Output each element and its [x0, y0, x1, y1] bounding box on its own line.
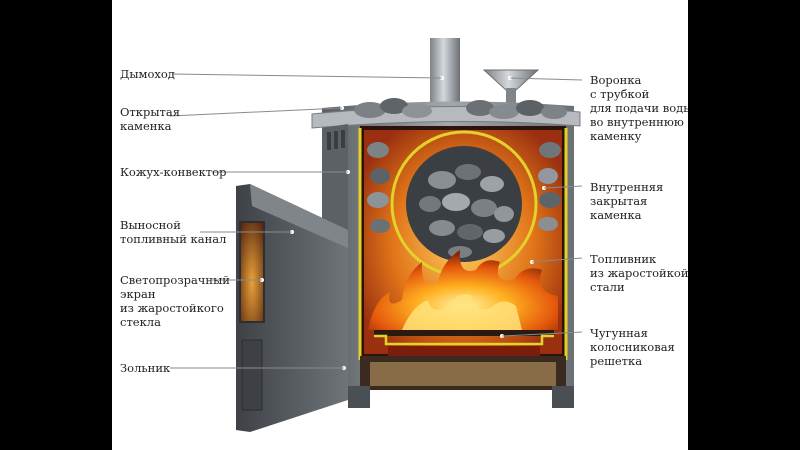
firebox-outline [358, 128, 568, 360]
label-glass-screen: Светопрозрачный экран из жаростойкого ст… [120, 273, 230, 329]
grate-outline [374, 334, 554, 346]
left-letterbox [0, 0, 112, 450]
diagram-stage: Дымоход Открытая каменка Кожух-конвектор… [112, 0, 688, 450]
funnel-tube [506, 88, 516, 110]
label-open-stones-line-2: каменка [120, 119, 172, 133]
label-fuel-channel: Выносной топливный канал [120, 218, 226, 246]
stove-leg-left [348, 386, 370, 408]
convector-vents [327, 130, 345, 150]
label-fuel-channel-line-1: Выносной [120, 218, 181, 232]
label-chimney: Дымоход [120, 67, 175, 81]
leader-lines-right [501, 77, 583, 337]
label-funnel-line-1: Воронка [590, 73, 642, 87]
open-stones [354, 98, 567, 119]
label-grate: Чугунная колосниковая решетка [590, 326, 675, 368]
label-funnel-line-2: с трубкой [590, 87, 650, 101]
ash-pit-floor [370, 362, 556, 386]
water-funnel [482, 69, 540, 91]
grate-bar [374, 330, 554, 336]
glass-screen [239, 221, 265, 323]
label-convector-text: Кожух-конвектор [120, 165, 227, 179]
label-grate-line-2: колосниковая [590, 340, 675, 354]
label-glass-screen-line-3: из жаростойкого [120, 301, 224, 315]
label-chimney-text: Дымоход [120, 67, 175, 81]
label-ash-pit: Зольник [120, 361, 170, 375]
label-open-stones-line-1: Открытая [120, 105, 180, 119]
ash-drawer [241, 339, 263, 411]
label-firebox-line-2: из жаростойкой [590, 266, 688, 280]
label-inner-stones-line-1: Внутренняя [590, 180, 664, 194]
label-convector: Кожух-конвектор [120, 165, 226, 179]
fuel-channel-top [250, 184, 348, 248]
label-inner-stones-line-2: закрытая [590, 194, 648, 208]
label-glass-screen-line-2: экран [120, 287, 156, 301]
side-stones [367, 142, 561, 233]
stove-illustration [169, 38, 583, 432]
label-funnel-line-4: во внутреннюю [590, 115, 684, 129]
label-funnel-line-5: каменку [590, 129, 642, 143]
leader-lines-left [169, 73, 443, 369]
label-inner-stones: Внутренняя закрытая каменка [590, 180, 663, 222]
label-glass-screen-line-1: Светопрозрачный [120, 273, 230, 287]
label-grate-line-1: Чугунная [590, 326, 648, 340]
label-firebox-line-1: Топливник [590, 252, 657, 266]
label-firebox-line-3: стали [590, 280, 625, 294]
label-firebox: Топливник из жаростойкой стали [590, 252, 688, 294]
label-funnel: Воронка с трубкой для подачи воды во вну… [590, 73, 688, 143]
flame-core [402, 294, 522, 330]
label-ash-pit-text: Зольник [120, 361, 171, 375]
label-glass-screen-line-4: стекла [120, 315, 161, 329]
label-inner-stones-line-3: каменка [590, 208, 642, 222]
label-fuel-channel-line-2: топливный канал [120, 232, 227, 246]
right-letterbox [688, 0, 800, 450]
ember-bed [388, 346, 540, 356]
stove-leg-right [552, 386, 574, 408]
label-open-stones: Открытая каменка [120, 105, 180, 133]
label-funnel-line-3: для подачи воды [590, 101, 688, 115]
label-grate-line-3: решетка [590, 354, 643, 368]
